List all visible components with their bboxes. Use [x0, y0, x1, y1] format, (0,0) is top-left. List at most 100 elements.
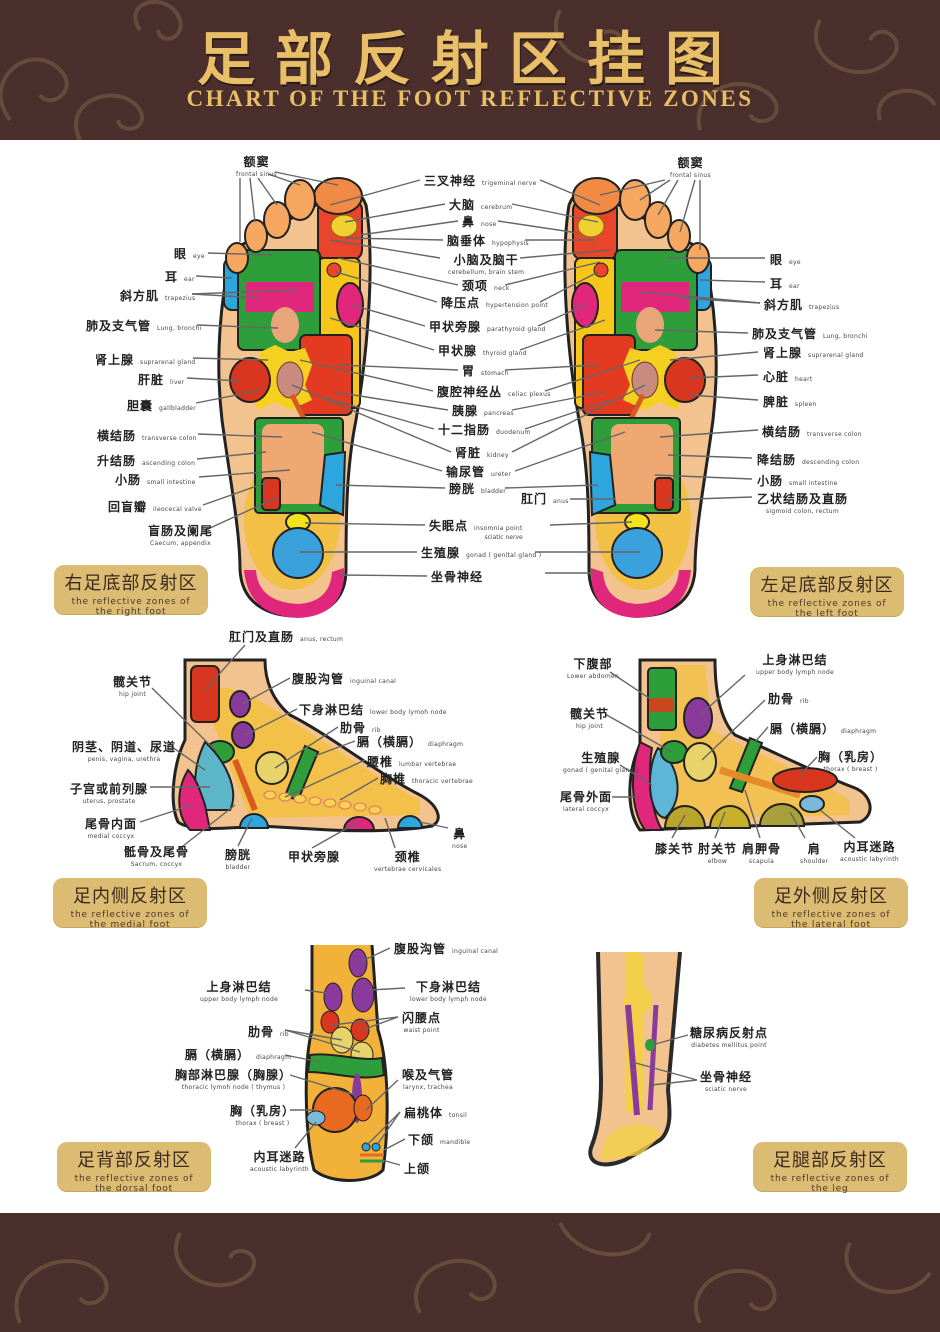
leader-line [714, 811, 726, 839]
bladder-zone [318, 450, 347, 517]
zone-label-cn: 眼 [770, 253, 784, 267]
zone-label: 坐骨神经 [431, 568, 483, 584]
zone-label: 胸（乳房）thorax ( breast ) [818, 748, 883, 773]
leader-line [504, 364, 599, 371]
leader-line [191, 293, 261, 299]
zone-label-en: lumbar vertebrae [399, 761, 457, 768]
leader-line [284, 1054, 321, 1063]
zone-label-en: inguinal canal [350, 678, 397, 685]
zone-label-en: stomach [481, 370, 509, 377]
zone-label-cn: 下腹部 [573, 657, 613, 671]
badge-right-sole: 右足底部反射区 the reflective zones of the righ… [54, 565, 208, 617]
leader-line [744, 789, 761, 839]
zone-label-en: lower body lymoh node [370, 709, 447, 716]
leader-line [241, 677, 291, 705]
zone-label-en: heart [795, 376, 813, 383]
zone-label-cn: 横结肠 [762, 425, 802, 439]
leader-line [324, 397, 435, 430]
zone-label-cn: 糖尿病反射点 [690, 1026, 769, 1040]
zone-label: 胸（乳房）thorax ( breast ) [230, 1102, 295, 1127]
zone-label-en: lateral coccyx [563, 806, 609, 813]
leg-diagram [588, 951, 682, 1167]
zone-label-cn: 下颌 [408, 1133, 435, 1147]
leader-line [237, 817, 253, 847]
zone-label-en: inguinal canal [452, 948, 499, 955]
leader-line [359, 947, 391, 963]
zone-label-en: ear [184, 276, 195, 283]
zone-label-en: trapezius [809, 304, 840, 311]
leader-line [539, 179, 601, 206]
zone-label-en: nose [481, 221, 497, 228]
zone-label-en: upper body lymph node [200, 996, 279, 1003]
leader-line [669, 351, 759, 361]
zone-label-cn: 上颌 [404, 1162, 431, 1176]
badge-dorsal: 足背部反射区 the reflective zones of the dorsa… [57, 1142, 211, 1194]
zone-label-cn: 小肠 [757, 474, 784, 488]
zone-label-cn: 心脏 [763, 370, 790, 384]
zone-label-cn: 斜方肌 [120, 289, 160, 303]
zone-label-cn: 髋关节 [113, 675, 153, 689]
zone-label-en: acoustic labyrinth [840, 856, 899, 863]
badge-title: 足外侧反射区 [774, 886, 888, 907]
leader-line [419, 821, 449, 829]
leader-line [537, 304, 586, 327]
zone-label-cn: 胰腺 [452, 404, 479, 418]
leader-line [191, 289, 299, 295]
zone-label-en: transverse colon [807, 431, 862, 438]
leader-line [789, 811, 806, 839]
leader-line [274, 171, 339, 186]
zone-label-cn: 甲状旁腺 [288, 850, 341, 864]
leader-line [339, 777, 379, 801]
parathyroid-zone [336, 282, 364, 328]
leader-line [381, 1159, 401, 1166]
zone-label-en: spleen [795, 401, 817, 408]
zone-label-en: Sacrum, coccyx [130, 861, 183, 868]
leader-line [196, 451, 267, 460]
leader-line [284, 1029, 343, 1041]
dorsal-foot-diagram [304, 944, 389, 1182]
leader-line [311, 740, 356, 758]
zone-label-cn: 甲状腺 [438, 344, 478, 358]
zone-label-en: cerebellum, brain stem [448, 269, 525, 276]
leader-line [329, 239, 441, 259]
zone-label-en: waist point [403, 1027, 440, 1034]
leader-line [667, 454, 753, 459]
zone-label: 上颌 [404, 1160, 430, 1176]
zone-label-cn: 坐骨神经 [700, 1070, 753, 1084]
leader-line [267, 173, 301, 186]
leader-line [384, 817, 396, 849]
badge-subtitle: the reflective zones of the medial foot [70, 910, 190, 930]
zone-label-cn: 肾上腺 [763, 346, 803, 360]
zone-label-en: eye [193, 253, 205, 260]
zone-label-cn: 斜方肌 [764, 298, 804, 312]
leader-line [654, 474, 753, 480]
leader-line [274, 726, 339, 769]
zone-label-cn: 升结肠 [97, 454, 137, 468]
leader-line [139, 804, 193, 823]
